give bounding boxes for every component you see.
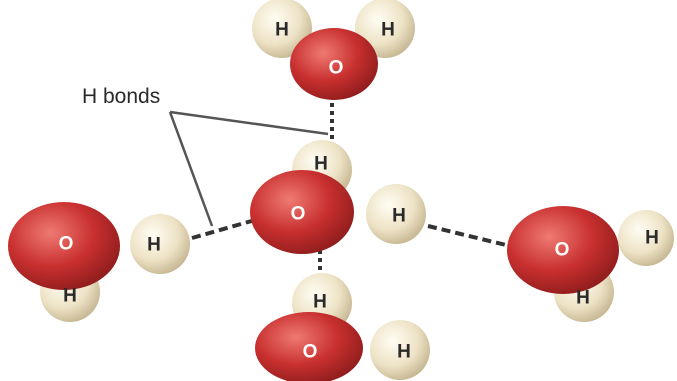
hydrogen-label: H: [313, 292, 327, 313]
water-molecule-top: H H O: [252, 0, 415, 100]
hydrogen-label: H: [576, 288, 590, 309]
callout-pointer-to-top-bond: [169, 110, 329, 136]
water-molecule-left: H H O: [8, 202, 190, 322]
water-molecule-center: H H O: [250, 140, 426, 254]
hydrogen-atom: [130, 214, 190, 274]
h-bond-right: [427, 224, 507, 247]
hydrogen-label: H: [397, 342, 411, 363]
oxygen-atom: [290, 28, 378, 100]
h-bonds-label: H bonds: [82, 85, 160, 108]
hydrogen-atom: [252, 0, 312, 58]
callout-pointer-to-left-bond: [168, 111, 214, 227]
water-molecule-bottom: H H O: [255, 273, 430, 381]
hydrogen-label: H: [63, 286, 77, 307]
oxygen-label: O: [59, 234, 74, 255]
hydrogen-label: H: [314, 154, 328, 175]
oxygen-atom: [250, 170, 354, 254]
callout-pointers: [168, 110, 329, 227]
oxygen-label: O: [303, 342, 318, 363]
oxygen-atom: [507, 206, 619, 294]
hydrogen-label: H: [275, 20, 289, 41]
oxygen-label: O: [291, 204, 306, 225]
oxygen-atom: [255, 312, 363, 381]
hydrogen-label: H: [381, 20, 395, 41]
hydrogen-label: H: [645, 228, 659, 249]
h-bond-left: [191, 216, 263, 240]
hydrogen-label: H: [392, 206, 406, 227]
hydrogen-atom: [370, 320, 430, 380]
oxygen-atom: [8, 202, 120, 290]
hydrogen-atom: [618, 210, 674, 266]
water-molecule-right: H H O: [507, 206, 674, 322]
oxygen-label: O: [555, 240, 570, 261]
oxygen-label: O: [329, 58, 344, 79]
hydrogen-label: H: [147, 235, 161, 256]
hydrogen-atom: [366, 184, 426, 244]
